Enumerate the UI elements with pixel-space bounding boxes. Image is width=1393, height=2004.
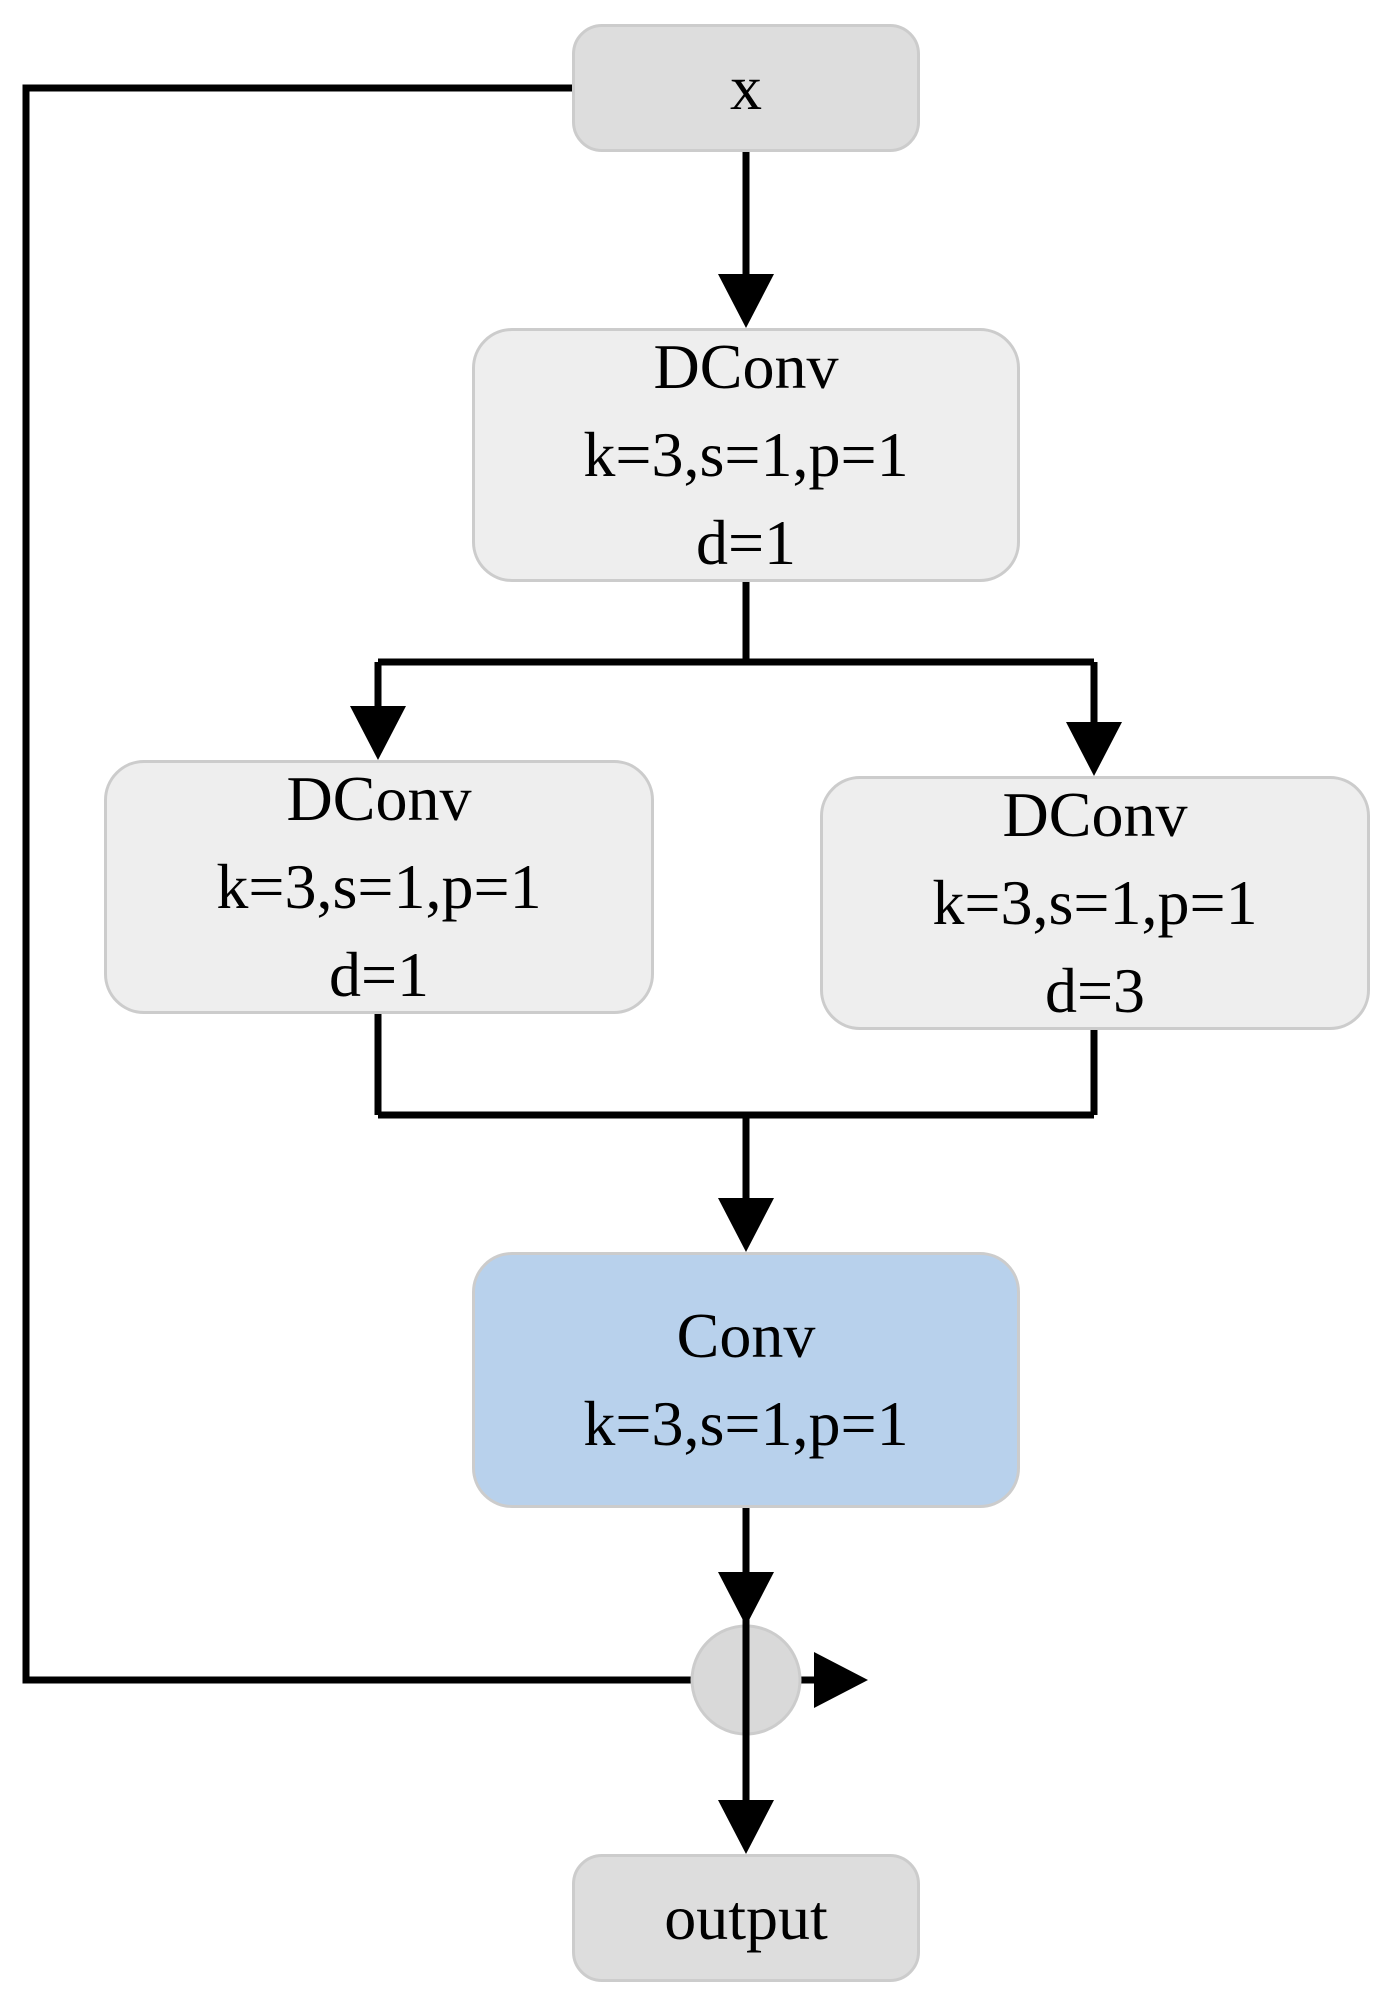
input-label: x	[730, 52, 762, 123]
arrowhead-to-dconv-right	[1066, 722, 1122, 776]
dconv-top-name: DConv	[653, 331, 839, 402]
dconv-left-params: k=3,s=1,p=1	[216, 851, 542, 922]
dconv-right-params: k=3,s=1,p=1	[932, 867, 1258, 938]
dconv-right-name: DConv	[1002, 779, 1188, 850]
arrowhead-skip-connection	[814, 1652, 868, 1708]
dconv-right-dilation: d=3	[1044, 955, 1146, 1026]
dconv-right-node: DConv k=3,s=1,p=1 d=3	[820, 776, 1370, 1030]
arrowhead-to-dconv-left	[350, 706, 406, 760]
dconv-top-params: k=3,s=1,p=1	[583, 419, 909, 490]
arrowhead-to-output	[718, 1800, 774, 1854]
output-label: output	[664, 1882, 828, 1953]
output-node: output	[572, 1854, 920, 1982]
dconv-left-node: DConv k=3,s=1,p=1 d=1	[104, 760, 654, 1014]
conv-name: Conv	[676, 1300, 816, 1371]
dconv-left-name: DConv	[286, 763, 472, 834]
arrowhead-to-conv	[718, 1198, 774, 1252]
dconv-top-dilation: d=1	[695, 507, 797, 578]
arrowhead-to-dconv-top	[718, 274, 774, 328]
conv-node: Conv k=3,s=1,p=1	[472, 1252, 1020, 1508]
dconv-left-dilation: d=1	[328, 939, 430, 1010]
arrowhead-to-merge	[718, 1572, 774, 1626]
skip-connection	[22, 84, 818, 1684]
dconv-top-node: DConv k=3,s=1,p=1 d=1	[472, 328, 1020, 582]
input-node: x	[572, 24, 920, 152]
conv-params: k=3,s=1,p=1	[583, 1388, 909, 1459]
